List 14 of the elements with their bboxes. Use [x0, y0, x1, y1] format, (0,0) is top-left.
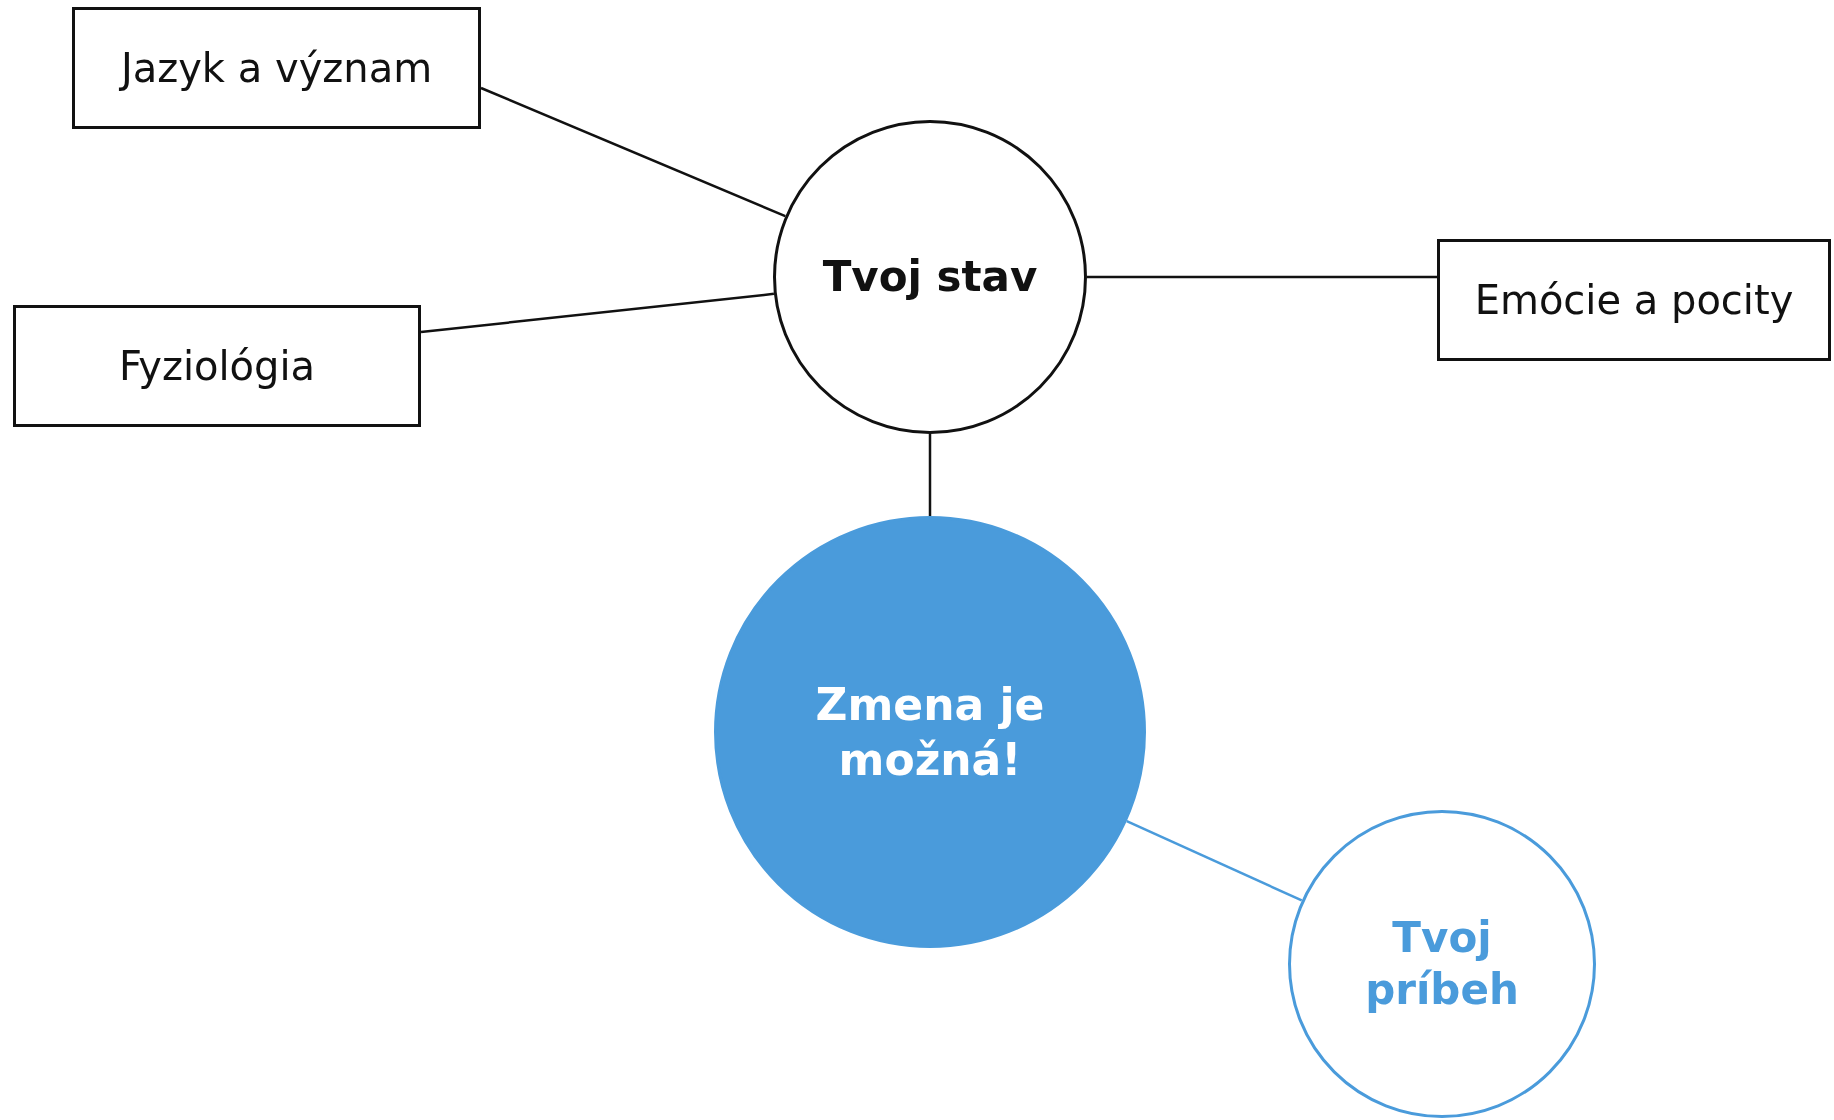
connector-line — [420, 292, 775, 334]
connector-line — [1087, 275, 1437, 279]
topic-label: Jazyk a význam — [120, 45, 433, 91]
topic-box — [1437, 239, 1831, 361]
connector-line — [480, 86, 786, 218]
circle-label: Zmena je možná! — [814, 678, 1046, 787]
topic-box — [72, 7, 481, 129]
topic-box — [13, 305, 421, 427]
connector-line — [1126, 820, 1303, 902]
topic-label: Emócie a pocity — [1474, 277, 1794, 323]
circle-label: Tvoj príbeh — [1364, 911, 1520, 1016]
circle-label: Tvoj stav — [821, 250, 1039, 303]
topic-label: Fyziológia — [118, 343, 316, 389]
connector-line — [928, 434, 932, 516]
